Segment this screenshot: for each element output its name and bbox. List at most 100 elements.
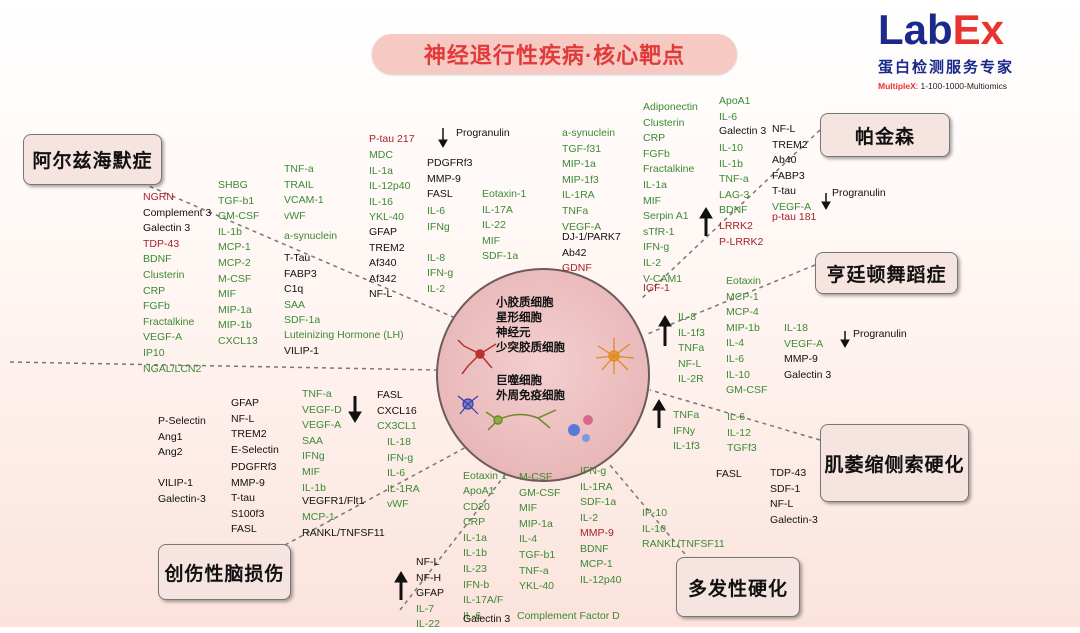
marker-item: FGFb [643,147,670,160]
marker-item: TNFa [673,409,700,421]
disease-label: 创伤性脑损伤 [164,563,285,585]
up-arrow-icon [658,315,672,346]
logo-tag-prefix: MultipleX [878,81,916,91]
marker-item: M-CSF [218,272,252,285]
marker-item: TGFf3 [727,442,757,455]
marker-item: TGF-b1 [519,548,556,561]
marker-item: SDF-1a [580,496,617,509]
marker-item: Galectin 3 [719,125,767,137]
marker-item: MIF [218,288,237,301]
marker-item: RANKL/TNFSF11 [642,538,725,551]
disease-label: 多发性硬化 [687,578,788,600]
marker-item: IL-17A [482,203,513,216]
marker-list: Luteinizing Hormone (LH) [284,328,404,344]
marker-item: MIP-1b [726,321,760,334]
marker-item: NGAL/LCN2 [143,362,202,375]
marker-item: IL-10 [719,142,743,154]
marker-item: Ang2 [158,446,183,459]
marker-item: Complement 3 [143,206,212,219]
marker-item: IL-1RA [580,480,613,493]
marker-item: IP10 [143,346,165,359]
marker-item: GM-CSF [218,210,260,223]
marker-item: Fractalkine [143,315,195,328]
marker-item: IL-6 [427,205,446,217]
marker-item: IL-8 [427,251,446,264]
marker-item: IL-2 [580,511,599,524]
marker-item: C1q [284,283,304,296]
marker-item: IL-4 [519,533,538,546]
macrophage-icon [457,395,479,415]
marker-item: VEGF-A [784,337,824,350]
marker-item: CRP [143,284,166,297]
marker-item: FASL [716,468,742,480]
marker-item: VEGF-A [302,419,342,432]
marker-item: LAG-3 [719,188,750,201]
marker-item: CXCL16 [377,404,417,417]
marker-item: IL-6 [726,352,745,365]
marker-item: VEGF-A [562,220,602,233]
marker-item: MCP-1 [580,558,613,571]
marker-item: MIP-1a [562,158,596,171]
marker-item: MIF [482,234,501,247]
marker-item: Galectin 3 [143,222,191,235]
marker-item: IL-1b [218,225,242,238]
marker-item: MIF [302,465,321,478]
marker-item: sTfR-1 [643,225,675,238]
marker-item: S100f3 [231,507,265,520]
marker-item: T-Tau [284,252,311,264]
marker-item [427,235,453,251]
marker-list: Eotaxin 1 [463,469,507,485]
disease-label: 肌萎缩侧索硬化 [824,454,965,476]
marker-item: NF-L [369,288,393,301]
logo-mark-lab: Lab [878,6,953,53]
marker-item: IL-6 [719,110,738,123]
disease-ms: 多发性硬化 [676,557,800,617]
marker-item: MMP-9 [231,476,265,489]
marker-item: VEGF-D [302,403,342,416]
marker-item: IFNy [673,424,696,437]
marker-item: IL-8 [678,311,697,323]
marker-item: IFN-b [463,578,490,591]
marker-item: IL-4 [726,337,745,350]
marker-item: SAA [284,298,306,311]
marker-item: YKL-40 [519,580,555,593]
disease-label: 阿尔兹海默症 [32,151,153,172]
marker-item: FASL [427,188,453,201]
marker-item: IL-1RA [387,482,420,495]
marker-item: a-synuclein [284,230,338,242]
marker-list: p-tau 181 [772,210,816,226]
down-arrow-icon [821,193,831,211]
marker-item: P-Selectin [158,415,206,427]
marker-item: Eotaxin 1 [463,470,507,482]
marker-item: Galectin 3 [784,368,832,381]
marker-item: Adiponectin [643,101,698,113]
marker-item: IL-18 [784,322,808,334]
marker-item: NGRN [143,191,174,203]
marker-item: NF-H [416,571,442,584]
neuron-icon [485,409,557,431]
marker-item: MIP-1b [218,319,252,332]
marker-list: IGF-1 [643,281,670,297]
marker-item: Ab42 [562,246,587,259]
marker-item: P-LRRK2 [719,235,764,248]
marker-item: Ang1 [158,430,183,443]
marker-item: IL-6 [387,467,406,480]
marker-item: TREM2 [231,428,267,441]
marker-item: CRP [463,516,486,529]
marker-item: IL-23 [463,562,487,575]
marker-item: TDP-43 [770,467,807,479]
marker-item: a-synuclein [562,127,616,139]
marker-item: SHBG [218,179,248,191]
marker-item: VEGFR1/Flt1 [302,495,365,507]
marker-item: T-tau [231,492,255,505]
marker-item: TNFa [562,204,589,217]
